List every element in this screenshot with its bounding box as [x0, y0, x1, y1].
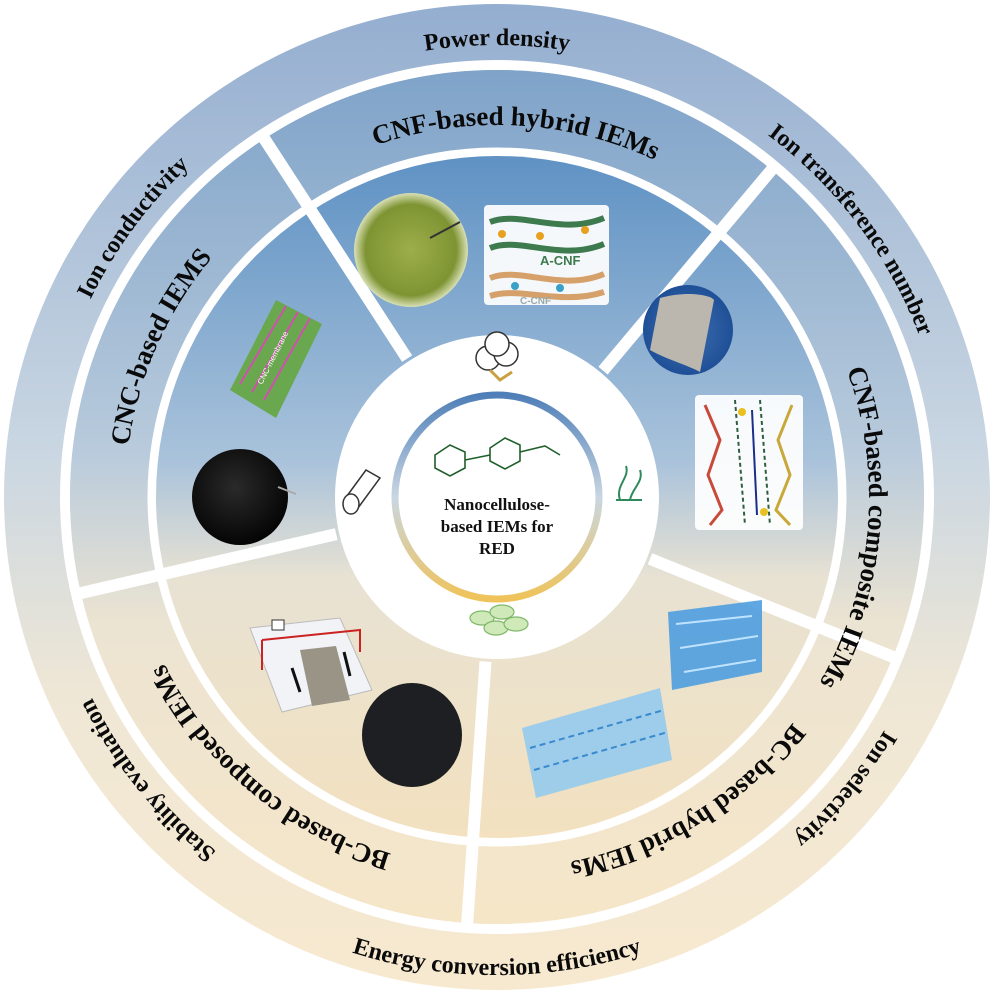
bc-composed-membrane-photo [362, 683, 462, 787]
sector-dividers [74, 131, 900, 929]
bc-composed-cell-schematic [249, 617, 373, 713]
bacteria-icon [469, 604, 529, 636]
center-title-line: based IEMs for [441, 517, 554, 536]
category-divider [714, 162, 780, 237]
center-white-ring [335, 335, 659, 659]
category-divider [814, 620, 900, 665]
cnf-fiber-schematic: A-CNF C-CNF [484, 205, 609, 307]
sector-divider [647, 553, 820, 632]
cotton-icon [475, 331, 519, 382]
cnf-composite-schematic [695, 395, 803, 530]
category-divider [460, 840, 479, 929]
sector-divider [159, 528, 338, 581]
category-divider [256, 131, 315, 211]
a-cnf-label: A-CNF [540, 253, 580, 268]
ring-divider-inner [147, 147, 847, 847]
bc-hybrid-aerogel-photo [668, 600, 762, 690]
cnc-membrane-photo [192, 449, 297, 545]
cnf-composite-membrane-photo [643, 285, 733, 375]
c-cnf-label: C-CNF [520, 296, 551, 307]
wood-log-icon [342, 469, 382, 515]
sector-divider [304, 204, 413, 362]
center-accent-ring [391, 391, 603, 603]
cellobiose-structure-icon [434, 437, 561, 477]
cnf-hybrid-membrane-photo [354, 193, 468, 307]
center-title-line: Nanocellulose- [444, 495, 550, 514]
center-title-line: RED [479, 539, 515, 558]
cnc-rod-schematic: CNC-membrane [230, 300, 322, 418]
sector-divider [466, 661, 492, 842]
seaweed-icon [616, 465, 642, 501]
bc-hybrid-network-schematic [522, 688, 672, 798]
category-divider [74, 568, 163, 601]
ring-divider-outer [60, 60, 934, 934]
